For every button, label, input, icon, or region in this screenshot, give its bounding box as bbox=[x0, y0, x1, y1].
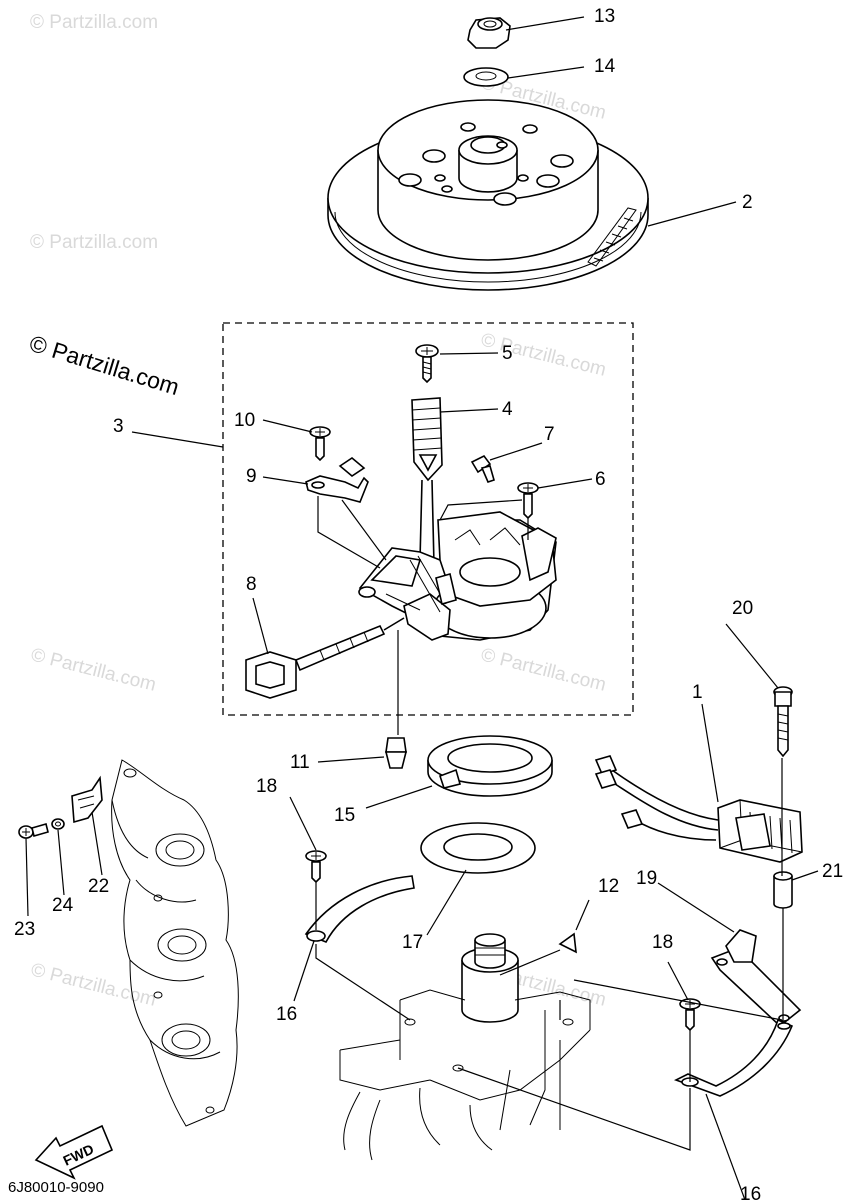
part-21-collar bbox=[773, 871, 793, 909]
watermark: © Partzilla.com bbox=[479, 644, 608, 695]
callout-14: 14 bbox=[594, 56, 616, 77]
part-16-plate bbox=[304, 875, 415, 944]
part-12-key bbox=[558, 932, 577, 954]
callout-19: 19 bbox=[636, 868, 657, 889]
part-4-pulser-coil bbox=[411, 397, 443, 566]
callout-8: 8 bbox=[246, 574, 257, 595]
callout-9: 9 bbox=[246, 466, 257, 487]
callout-2: 2 bbox=[742, 192, 753, 213]
callout-16: 16 bbox=[740, 1184, 761, 1200]
part-17-washer bbox=[420, 822, 536, 874]
callout-15: 15 bbox=[334, 805, 355, 826]
diagram-code: 6J80010-9090 bbox=[8, 1179, 104, 1196]
watermark: © Partzilla.com bbox=[30, 232, 158, 253]
part-3-base-plate bbox=[358, 511, 557, 641]
part-22-clip bbox=[71, 775, 103, 824]
callout-5: 5 bbox=[502, 343, 513, 364]
part-14-washer bbox=[463, 67, 509, 87]
part-9-bracket bbox=[305, 457, 369, 503]
callout-4: 4 bbox=[502, 399, 513, 420]
callout-24: 24 bbox=[52, 895, 74, 916]
callout-11: 11 bbox=[290, 752, 310, 773]
watermark: © Partzilla.com bbox=[30, 12, 158, 33]
part-23-screw bbox=[18, 823, 49, 839]
part-18-screw bbox=[305, 850, 327, 884]
callout-18: 18 bbox=[256, 776, 277, 797]
crankcase-outline bbox=[339, 933, 591, 1161]
callout-17: 17 bbox=[402, 932, 423, 953]
part-2-flywheel bbox=[327, 99, 649, 291]
part-11-screw bbox=[384, 737, 408, 769]
callout-16: 16 bbox=[276, 1004, 297, 1025]
fwd-arrow: FWD bbox=[34, 1124, 114, 1180]
part-1-cdi-unit bbox=[594, 755, 803, 863]
callout-22: 22 bbox=[88, 876, 109, 897]
callout-18: 18 bbox=[652, 932, 673, 953]
watermark: © Partzilla.com bbox=[479, 329, 608, 380]
part-8-connector bbox=[245, 617, 405, 699]
callout-6: 6 bbox=[595, 469, 606, 490]
watermark: © Partzilla.com bbox=[29, 644, 158, 695]
leader-lines bbox=[25, 16, 819, 1200]
callout-21: 21 bbox=[822, 861, 843, 882]
callout-1: 1 bbox=[692, 682, 703, 703]
part-16-plate bbox=[673, 1018, 794, 1097]
part-5-screw bbox=[415, 344, 439, 384]
copyright-notice: © Partzilla.com bbox=[27, 330, 183, 400]
callout-10: 10 bbox=[234, 410, 255, 431]
part-20-bolt bbox=[773, 686, 793, 758]
callout-7: 7 bbox=[544, 424, 555, 445]
callout-13: 13 bbox=[594, 6, 615, 27]
part-10-screw bbox=[309, 426, 331, 462]
part-19-clamp bbox=[710, 929, 802, 1028]
callout-12: 12 bbox=[598, 876, 619, 897]
part-13-nut bbox=[467, 17, 511, 49]
callout-3: 3 bbox=[113, 416, 124, 437]
part-7-screw bbox=[470, 454, 495, 483]
callout-labels: 13 14 2 3 5 4 7 6 10 9 8 11 15 17 20 1 2… bbox=[14, 6, 843, 1200]
part-manifold-cover bbox=[111, 759, 239, 1127]
part-15-ring bbox=[427, 735, 553, 797]
part-3-assembly-box bbox=[222, 322, 634, 716]
part-24-washer bbox=[51, 818, 65, 830]
callout-20: 20 bbox=[732, 598, 753, 619]
callout-23: 23 bbox=[14, 919, 35, 940]
